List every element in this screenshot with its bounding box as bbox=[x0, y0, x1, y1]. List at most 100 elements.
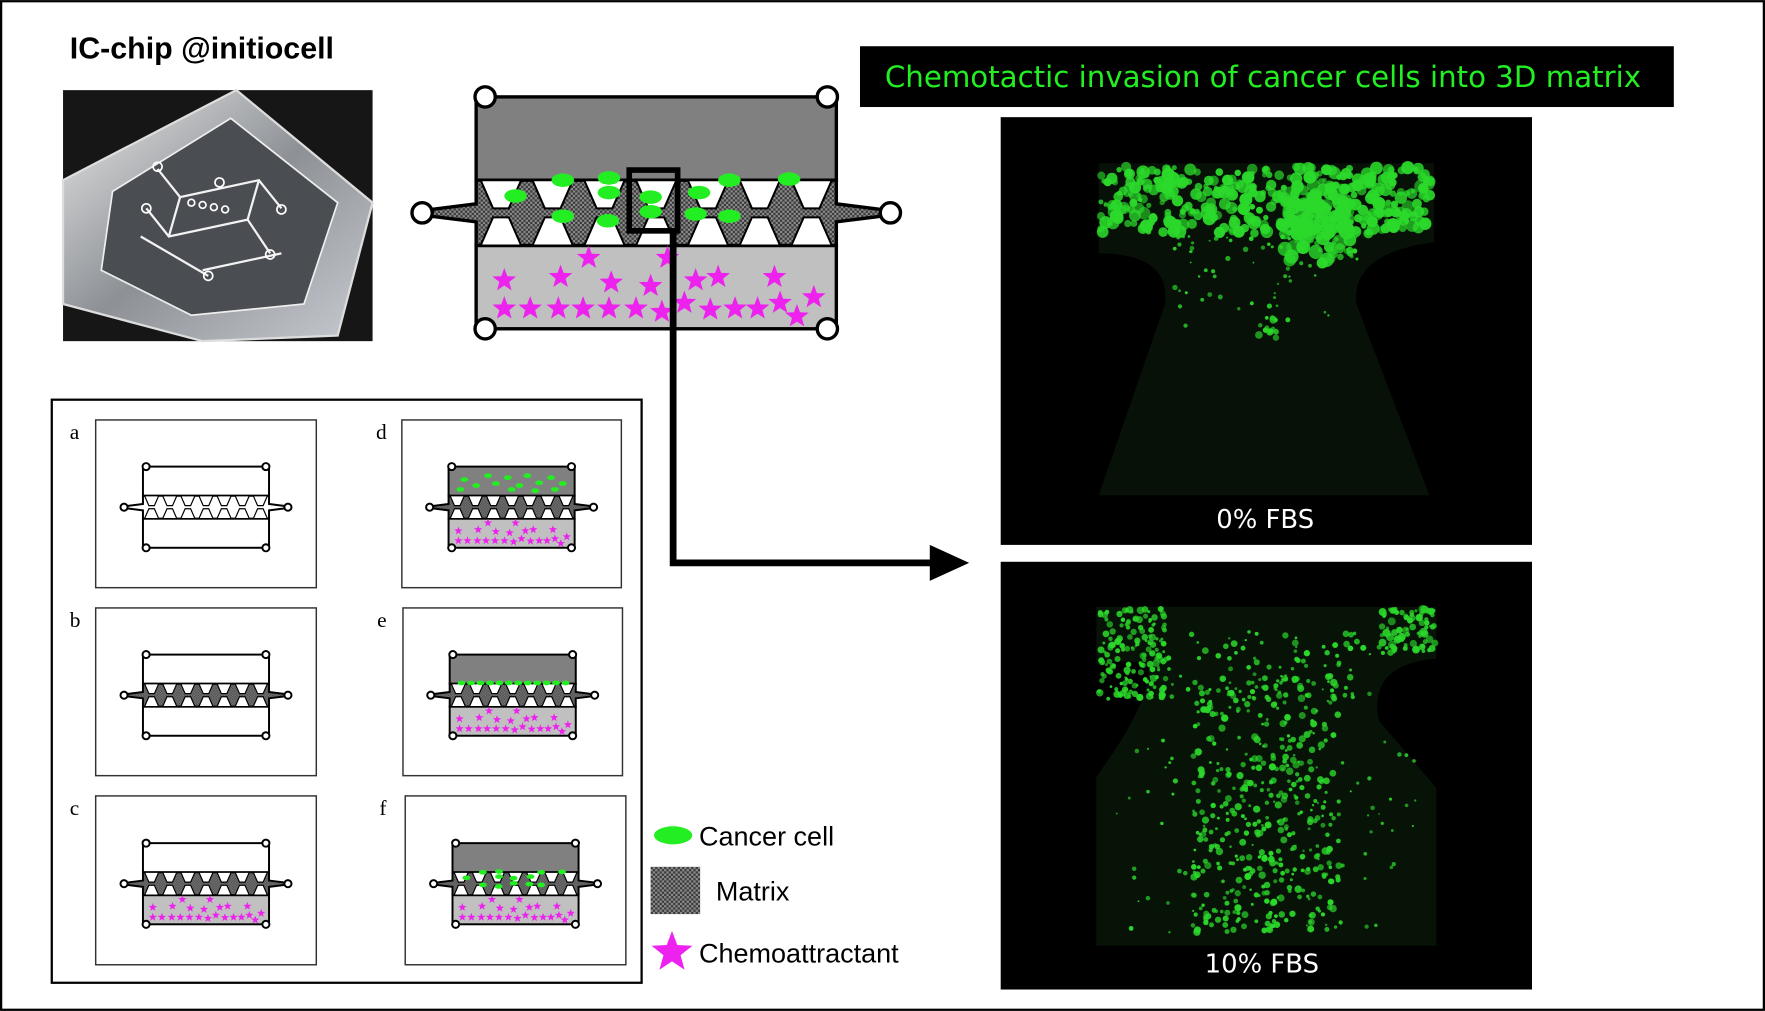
cell-signal bbox=[1327, 899, 1334, 906]
cell-signal bbox=[1264, 898, 1270, 904]
cell-signal bbox=[1203, 175, 1214, 186]
cell-signal bbox=[1335, 203, 1352, 220]
micrograph-10-fbs: 10% FBS bbox=[1000, 561, 1532, 990]
cell-signal bbox=[1295, 645, 1298, 649]
cell-signal bbox=[1303, 731, 1311, 739]
cell-signal bbox=[1270, 755, 1277, 762]
cell-signal bbox=[1334, 243, 1346, 254]
step-panel-d: d bbox=[376, 419, 623, 589]
cell-signal bbox=[1279, 764, 1287, 772]
cell-signal bbox=[1217, 789, 1221, 793]
chemoattractant-star bbox=[530, 713, 539, 722]
cell-signal bbox=[1334, 236, 1339, 242]
cell-signal bbox=[1171, 165, 1177, 171]
cell-signal bbox=[1336, 838, 1341, 844]
step-panel-b: b bbox=[70, 607, 318, 777]
cell-signal bbox=[1287, 888, 1292, 893]
cell-signal bbox=[1154, 656, 1158, 661]
cell-signal bbox=[1308, 729, 1313, 734]
cell-signal bbox=[1323, 310, 1327, 314]
cell-signal bbox=[1147, 165, 1157, 175]
cell-signal bbox=[1328, 250, 1331, 253]
cell-signal bbox=[1157, 665, 1160, 669]
cell-signal bbox=[1107, 644, 1114, 651]
cell-signal bbox=[1383, 740, 1387, 744]
cell-signal bbox=[1281, 768, 1284, 771]
cell-signal bbox=[1292, 162, 1301, 171]
cell-signal bbox=[1279, 680, 1283, 685]
cancer-cell bbox=[504, 189, 527, 203]
cell-signal bbox=[1235, 919, 1240, 923]
cell-signal bbox=[1303, 650, 1311, 657]
cancer-cell bbox=[494, 884, 503, 889]
cell-signal bbox=[1122, 204, 1130, 212]
cell-signal bbox=[1308, 766, 1315, 773]
chemoattractant-star bbox=[194, 912, 204, 921]
cell-signal bbox=[1212, 776, 1219, 783]
cell-signal bbox=[1276, 896, 1280, 899]
cell-signal bbox=[1295, 779, 1299, 783]
port-icon bbox=[141, 838, 151, 848]
cell-signal bbox=[1202, 858, 1208, 864]
cell-signal bbox=[1149, 666, 1156, 673]
cell-signal bbox=[1252, 672, 1257, 677]
post-gap bbox=[485, 495, 502, 507]
cancer-cell bbox=[504, 680, 513, 686]
chemoattractant-star bbox=[483, 518, 493, 527]
chemoattractant-star bbox=[495, 903, 504, 912]
cell-signal bbox=[1306, 818, 1314, 826]
cell-signal bbox=[1209, 761, 1212, 764]
chemoattractant-star bbox=[650, 299, 674, 322]
cell-signal bbox=[1404, 753, 1409, 758]
cell-signal bbox=[1266, 926, 1274, 934]
cell-signal bbox=[1340, 863, 1345, 868]
cell-signal bbox=[1255, 206, 1263, 214]
cell-signal bbox=[1195, 830, 1200, 835]
cell-signal bbox=[1161, 738, 1165, 743]
cell-signal bbox=[1106, 696, 1111, 701]
port-icon bbox=[425, 502, 435, 512]
cell-signal bbox=[1201, 647, 1209, 654]
cell-signal bbox=[1330, 688, 1335, 693]
cell-signal bbox=[1315, 852, 1321, 858]
cell-signal bbox=[1307, 758, 1313, 765]
cell-signal bbox=[1328, 878, 1335, 885]
cell-signal bbox=[1240, 223, 1250, 233]
top-channel bbox=[451, 842, 580, 874]
chemoattractant-star bbox=[762, 264, 787, 288]
cell-signal bbox=[1280, 836, 1288, 844]
cell-signal bbox=[1387, 171, 1397, 181]
cell-signal bbox=[1176, 235, 1181, 240]
cell-signal bbox=[1317, 864, 1324, 871]
chemoattractant-star bbox=[562, 532, 571, 541]
cancer-cell bbox=[485, 680, 494, 686]
cell-signal bbox=[1264, 920, 1271, 927]
chemoattractant-star bbox=[491, 527, 500, 536]
cell-signal bbox=[1326, 904, 1333, 911]
post-gap bbox=[161, 884, 178, 896]
cell-signal bbox=[1195, 788, 1201, 794]
chemoattractant-star bbox=[463, 536, 472, 545]
cell-signal bbox=[1200, 297, 1205, 302]
cell-signal bbox=[1228, 666, 1234, 672]
cell-signal bbox=[1317, 894, 1323, 900]
zoom-arrow-line bbox=[669, 230, 935, 567]
cell-signal bbox=[1139, 628, 1146, 635]
cell-signal bbox=[1219, 767, 1224, 772]
cell-signal bbox=[1315, 766, 1319, 769]
cell-signal bbox=[1398, 224, 1407, 232]
cell-signal bbox=[1213, 236, 1219, 241]
cell-signal bbox=[1324, 923, 1328, 927]
post-gap bbox=[143, 683, 160, 695]
cell-signal bbox=[1240, 645, 1246, 651]
cell-signal bbox=[1192, 909, 1195, 912]
chemoattractant-star bbox=[683, 267, 708, 291]
cell-signal bbox=[1309, 911, 1316, 919]
cell-signal bbox=[1128, 926, 1134, 931]
cell-signal bbox=[1380, 821, 1384, 825]
cell-signal bbox=[1152, 685, 1157, 690]
chemoattractant-star bbox=[548, 525, 558, 534]
cell-signal bbox=[1115, 648, 1121, 654]
port-icon bbox=[141, 919, 151, 929]
cancer-cell bbox=[472, 483, 481, 488]
